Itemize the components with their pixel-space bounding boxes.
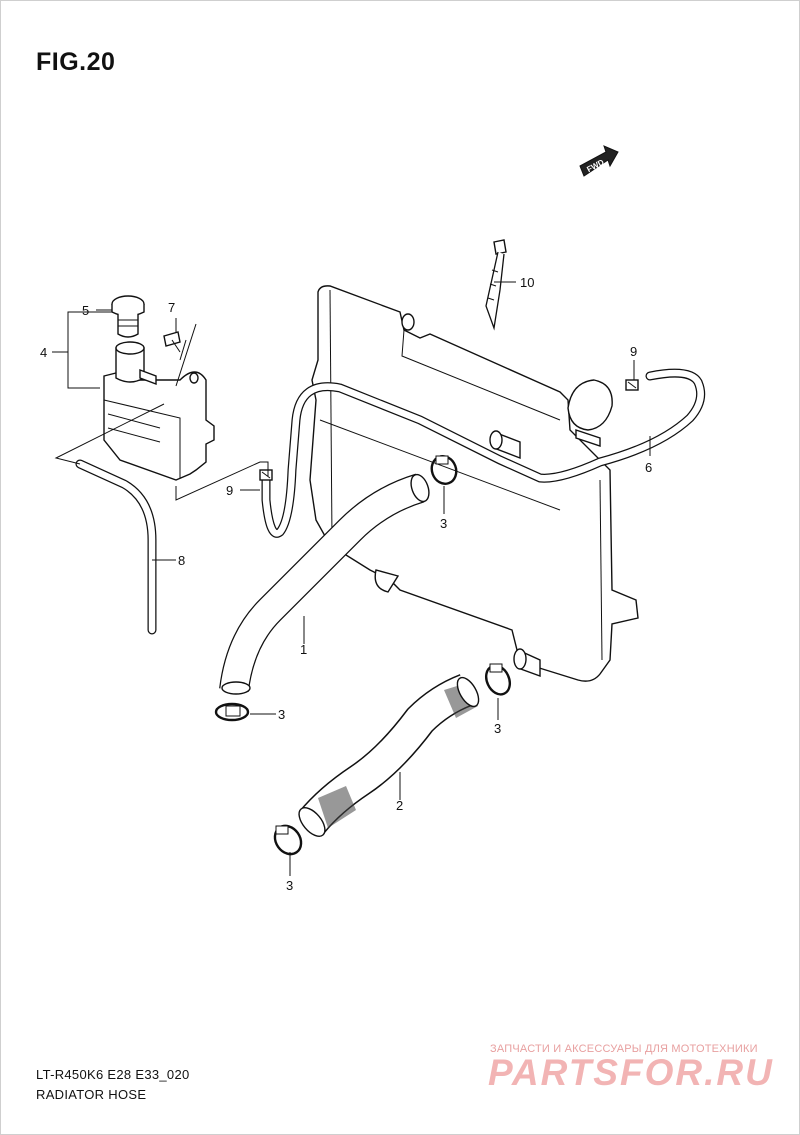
model-code: LT-R450K6 E28 E33_020: [36, 1067, 190, 1082]
part-3-hose-clamp: [214, 702, 250, 722]
callout-9: 9: [226, 483, 233, 498]
figure-title: FIG.20: [36, 48, 116, 76]
callout-3: 3: [440, 516, 447, 531]
part-3-hose-clamp: [484, 663, 512, 696]
part-8-breather-hose: [75, 459, 157, 635]
part-10-cable-tie: [485, 239, 507, 331]
part-7-bolt: [163, 331, 181, 353]
part-4-reservoir-tank: [103, 341, 215, 481]
part-9-hose-clip: [625, 379, 639, 391]
assembly-line: [179, 339, 187, 361]
callout-7: 7: [168, 300, 175, 315]
callout-2: 2: [396, 798, 403, 813]
radiator: [309, 285, 639, 682]
part-9-hose-clip: [259, 469, 273, 481]
part-1-upper-hose: [219, 473, 430, 695]
assembly-line: [54, 323, 197, 465]
callout-6: 6: [645, 460, 652, 475]
watermark-brand: PARTSFOR.RU: [488, 1052, 774, 1093]
callout-9: 9: [630, 344, 637, 359]
callout-1: 1: [300, 642, 307, 657]
assembly-line: [175, 461, 269, 501]
diagram-caption: RADIATOR HOSE: [36, 1087, 147, 1102]
callout-10: 10: [520, 275, 534, 290]
callout-3: 3: [278, 707, 285, 722]
callout-5: 5: [82, 303, 89, 318]
part-3-hose-clamp: [430, 455, 458, 485]
callout-4: 4: [40, 345, 47, 360]
callout-3: 3: [494, 721, 501, 736]
watermark-tagline: ЗАПЧАСТИ И АКСЕССУАРЫ ДЛЯ МОТОТЕХНИКИ: [490, 1043, 758, 1055]
part-3-hose-clamp: [273, 824, 303, 856]
fwd-arrow-icon: FWD: [579, 145, 619, 177]
part-6-overflow-hose: [261, 368, 706, 538]
callout-3: 3: [286, 878, 293, 893]
part-5-reservoir-cap: [111, 295, 145, 338]
callout-8: 8: [178, 553, 185, 568]
part-2-lower-hose: [298, 674, 480, 837]
